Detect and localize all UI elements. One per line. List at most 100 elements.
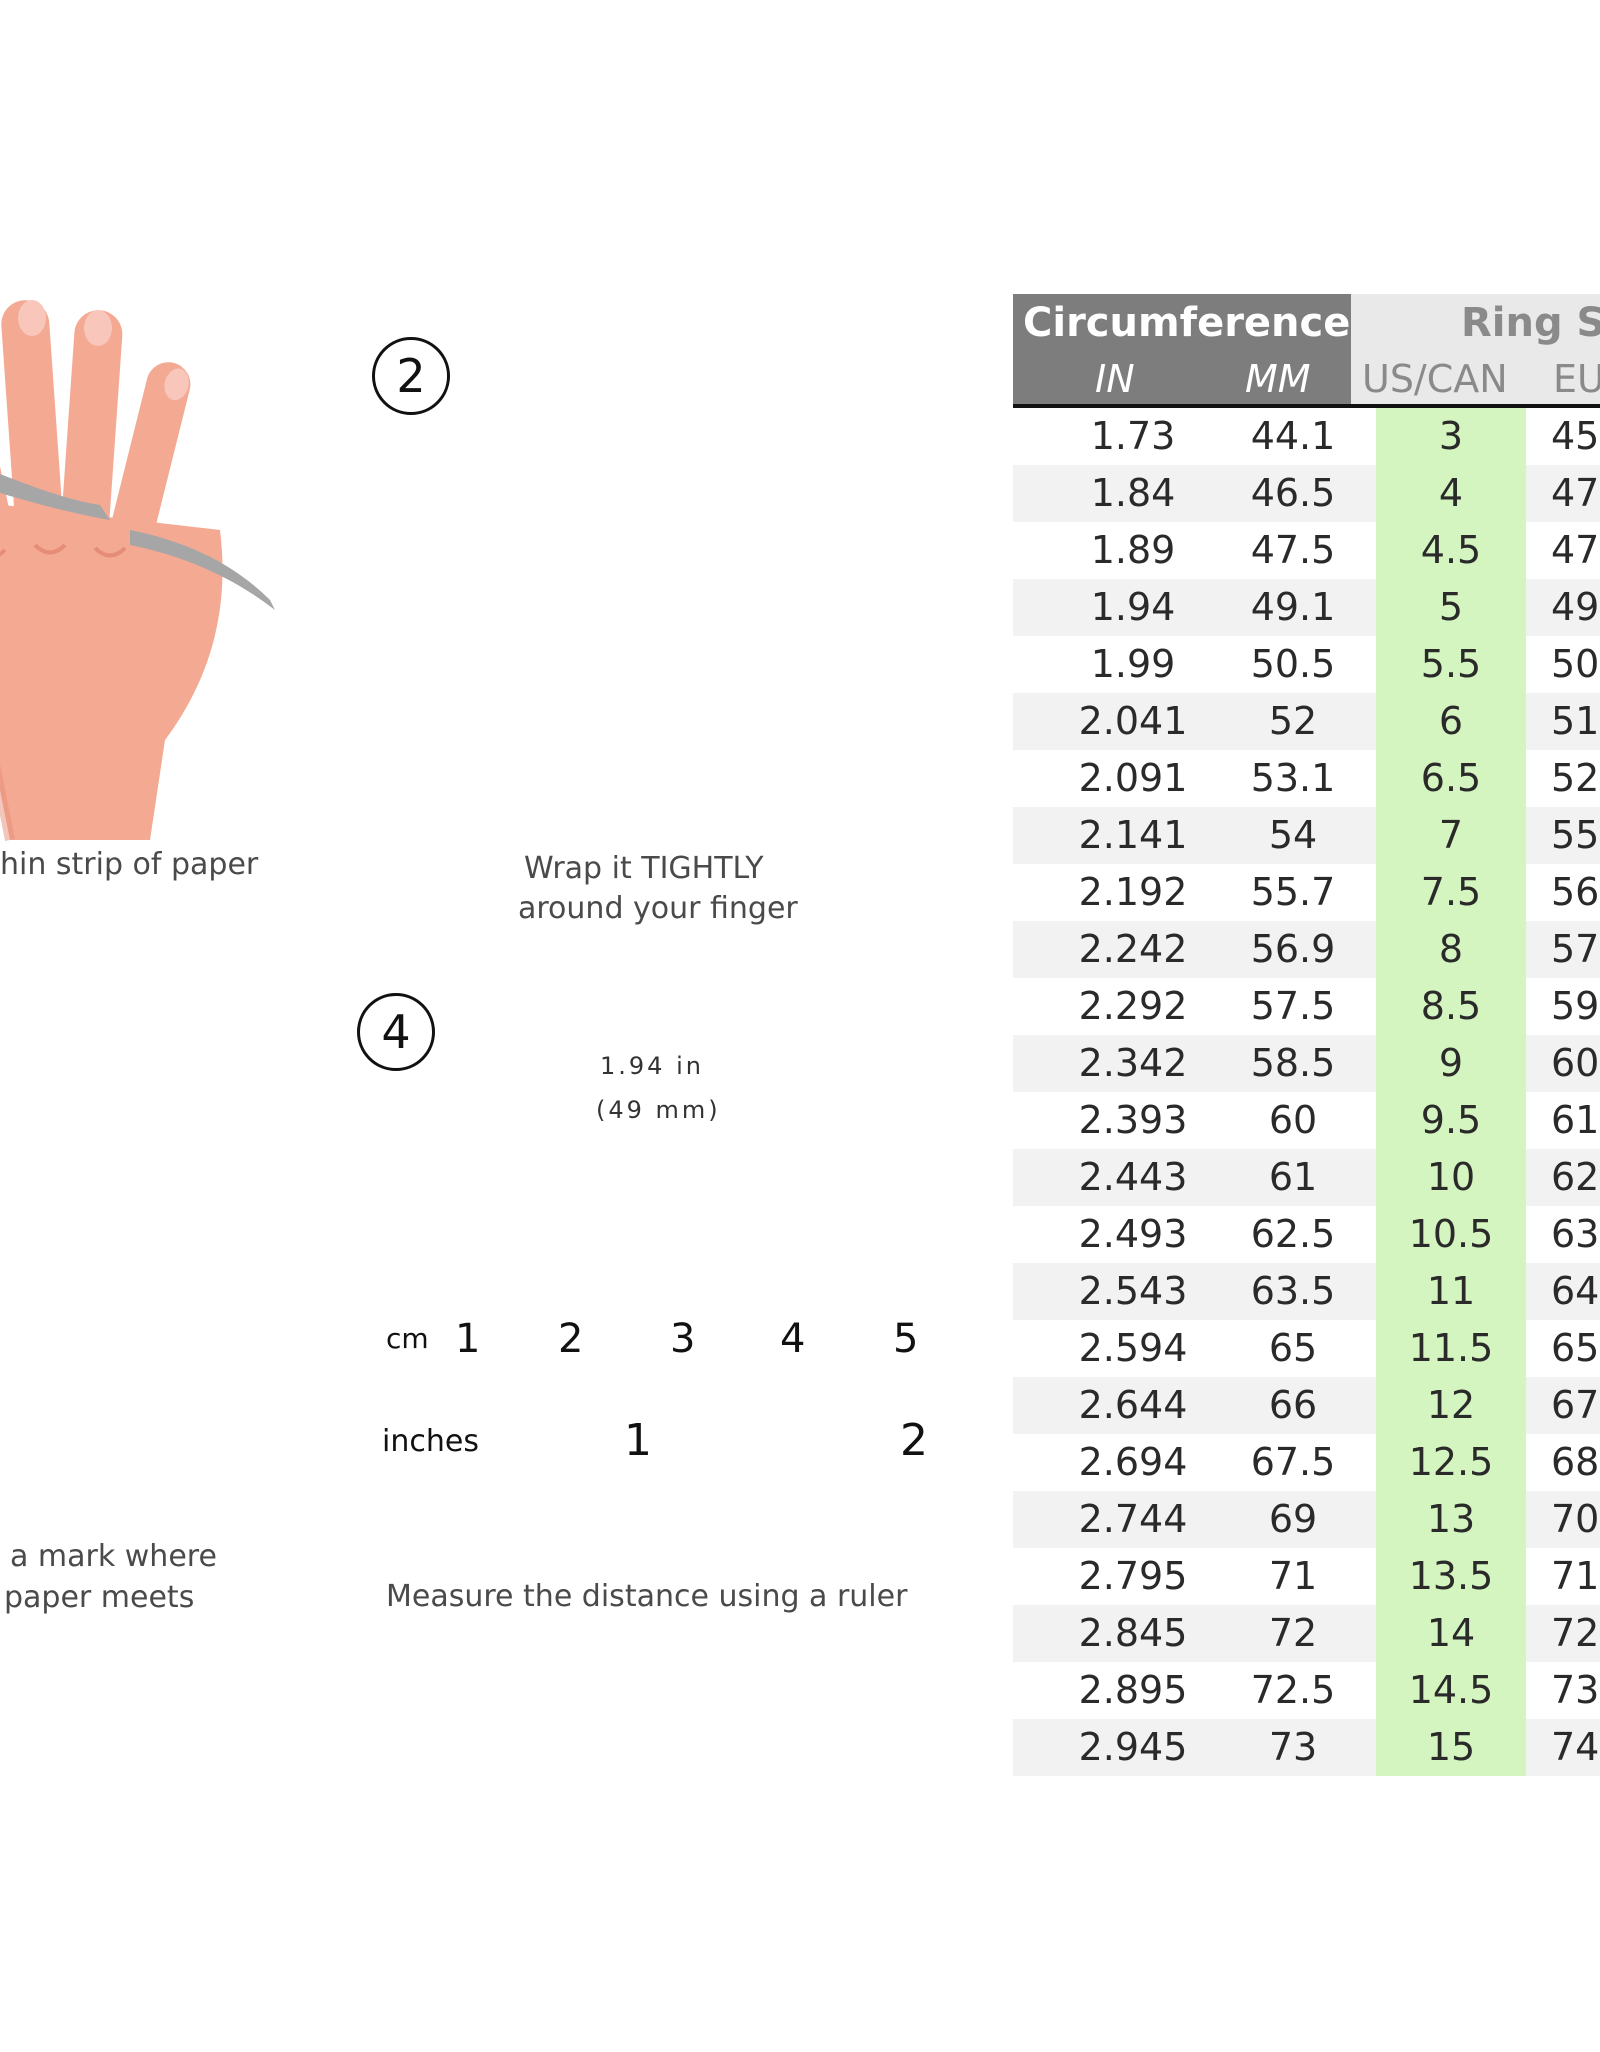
us-column-highlight [1376,1035,1526,1092]
header-circumference: Circumference [1023,300,1351,346]
cell-eu: 61 [1551,1098,1600,1142]
us-column-highlight [1376,1320,1526,1377]
cell-eu: 68 [1551,1440,1600,1484]
cell-in: 2.945 [1078,1725,1188,1769]
cell-us-can: 4 [1438,471,1464,515]
cell-mm: 66 [1268,1383,1318,1427]
cell-in: 2.141 [1078,813,1188,857]
cell-eu: 71 [1551,1554,1600,1598]
measure-mm-label: (49 mm) [596,1096,721,1124]
cell-eu: 65 [1551,1326,1600,1370]
cell-mm: 44.1 [1250,414,1336,458]
cell-us-can: 12.5 [1408,1440,1494,1484]
cell-eu: 59 [1551,984,1600,1028]
col-header-in: IN [1095,357,1135,401]
cell-us-can: 9 [1438,1041,1464,1085]
cell-us-can: 10.5 [1408,1212,1494,1256]
ruler-inch-1: 1 [624,1415,652,1466]
us-column-highlight [1376,1149,1526,1206]
cell-eu: 63 [1551,1212,1600,1256]
cell-eu: 73 [1551,1668,1600,1712]
cell-in: 1.94 [1090,585,1176,629]
cell-in: 2.644 [1078,1383,1188,1427]
cell-mm: 62.5 [1250,1212,1336,1256]
cell-us-can: 3 [1438,414,1464,458]
cell-in: 2.845 [1078,1611,1188,1655]
ruler-cm-4: 4 [780,1316,806,1362]
us-column-highlight [1376,408,1526,465]
cell-in: 1.99 [1090,642,1176,686]
cell-eu: 47 [1551,528,1600,572]
cell-mm: 50.5 [1250,642,1336,686]
cell-mm: 57.5 [1250,984,1336,1028]
cell-in: 2.192 [1078,870,1188,914]
cell-us-can: 12 [1426,1383,1476,1427]
us-column-highlight [1376,636,1526,693]
cell-in: 2.744 [1078,1497,1188,1541]
us-column-highlight [1376,921,1526,978]
step3-caption-line2: paper meets [4,1580,195,1615]
cell-mm: 52 [1268,699,1318,743]
cell-mm: 60 [1268,1098,1318,1142]
cell-eu: 52 [1551,756,1600,800]
us-column-highlight [1376,1377,1526,1434]
cell-us-can: 14 [1426,1611,1476,1655]
cell-in: 1.73 [1090,414,1176,458]
cell-eu: 70 [1551,1497,1600,1541]
us-column-highlight [1376,807,1526,864]
step2-caption-line1: Wrap it TIGHTLY [524,851,764,886]
cell-eu: 56 [1551,870,1600,914]
cell-us-can: 6 [1438,699,1464,743]
cell-mm: 67.5 [1250,1440,1336,1484]
cell-in: 1.89 [1090,528,1176,572]
measure-inches-label: 1.94 in [600,1052,704,1080]
cell-in: 1.84 [1090,471,1176,515]
ruler-cm-2: 2 [558,1316,584,1362]
cell-in: 2.242 [1078,927,1188,971]
cell-us-can: 14.5 [1408,1668,1494,1712]
us-column-highlight [1376,693,1526,750]
header-divider [1013,404,1600,408]
cell-mm: 65 [1268,1326,1318,1370]
cell-us-can: 8.5 [1420,984,1482,1028]
cell-in: 2.041 [1078,699,1188,743]
cell-eu: 72 [1551,1611,1600,1655]
col-header-mm: MM [1245,357,1311,401]
ruler-cm-5: 5 [893,1316,919,1362]
cell-us-can: 5 [1438,585,1464,629]
cell-mm: 49.1 [1250,585,1336,629]
cell-eu: 47 [1551,471,1600,515]
cell-eu: 49 [1551,585,1600,629]
cell-eu: 60 [1551,1041,1600,1085]
ruler-inches-label: inches [382,1424,479,1459]
cell-mm: 46.5 [1250,471,1336,515]
ruler-cm-label: cm [386,1322,429,1355]
step1-caption: hin strip of paper [0,847,259,882]
cell-eu: 51 [1551,699,1600,743]
col-header-us-can: US/CAN [1362,357,1508,401]
table-row: 1.94 49.1 5 49 [1013,579,1600,636]
cell-mm: 47.5 [1250,528,1336,572]
cell-eu: 57 [1551,927,1600,971]
cell-us-can: 10 [1426,1155,1476,1199]
cell-mm: 55.7 [1250,870,1336,914]
step2-number-circle: 2 [372,337,450,415]
cell-in: 2.393 [1078,1098,1188,1142]
table-row: 1.84 46.5 4 47 [1013,465,1600,522]
cell-eu: 74 [1551,1725,1600,1769]
us-column-highlight [1376,1719,1526,1776]
us-column-highlight [1376,1434,1526,1491]
